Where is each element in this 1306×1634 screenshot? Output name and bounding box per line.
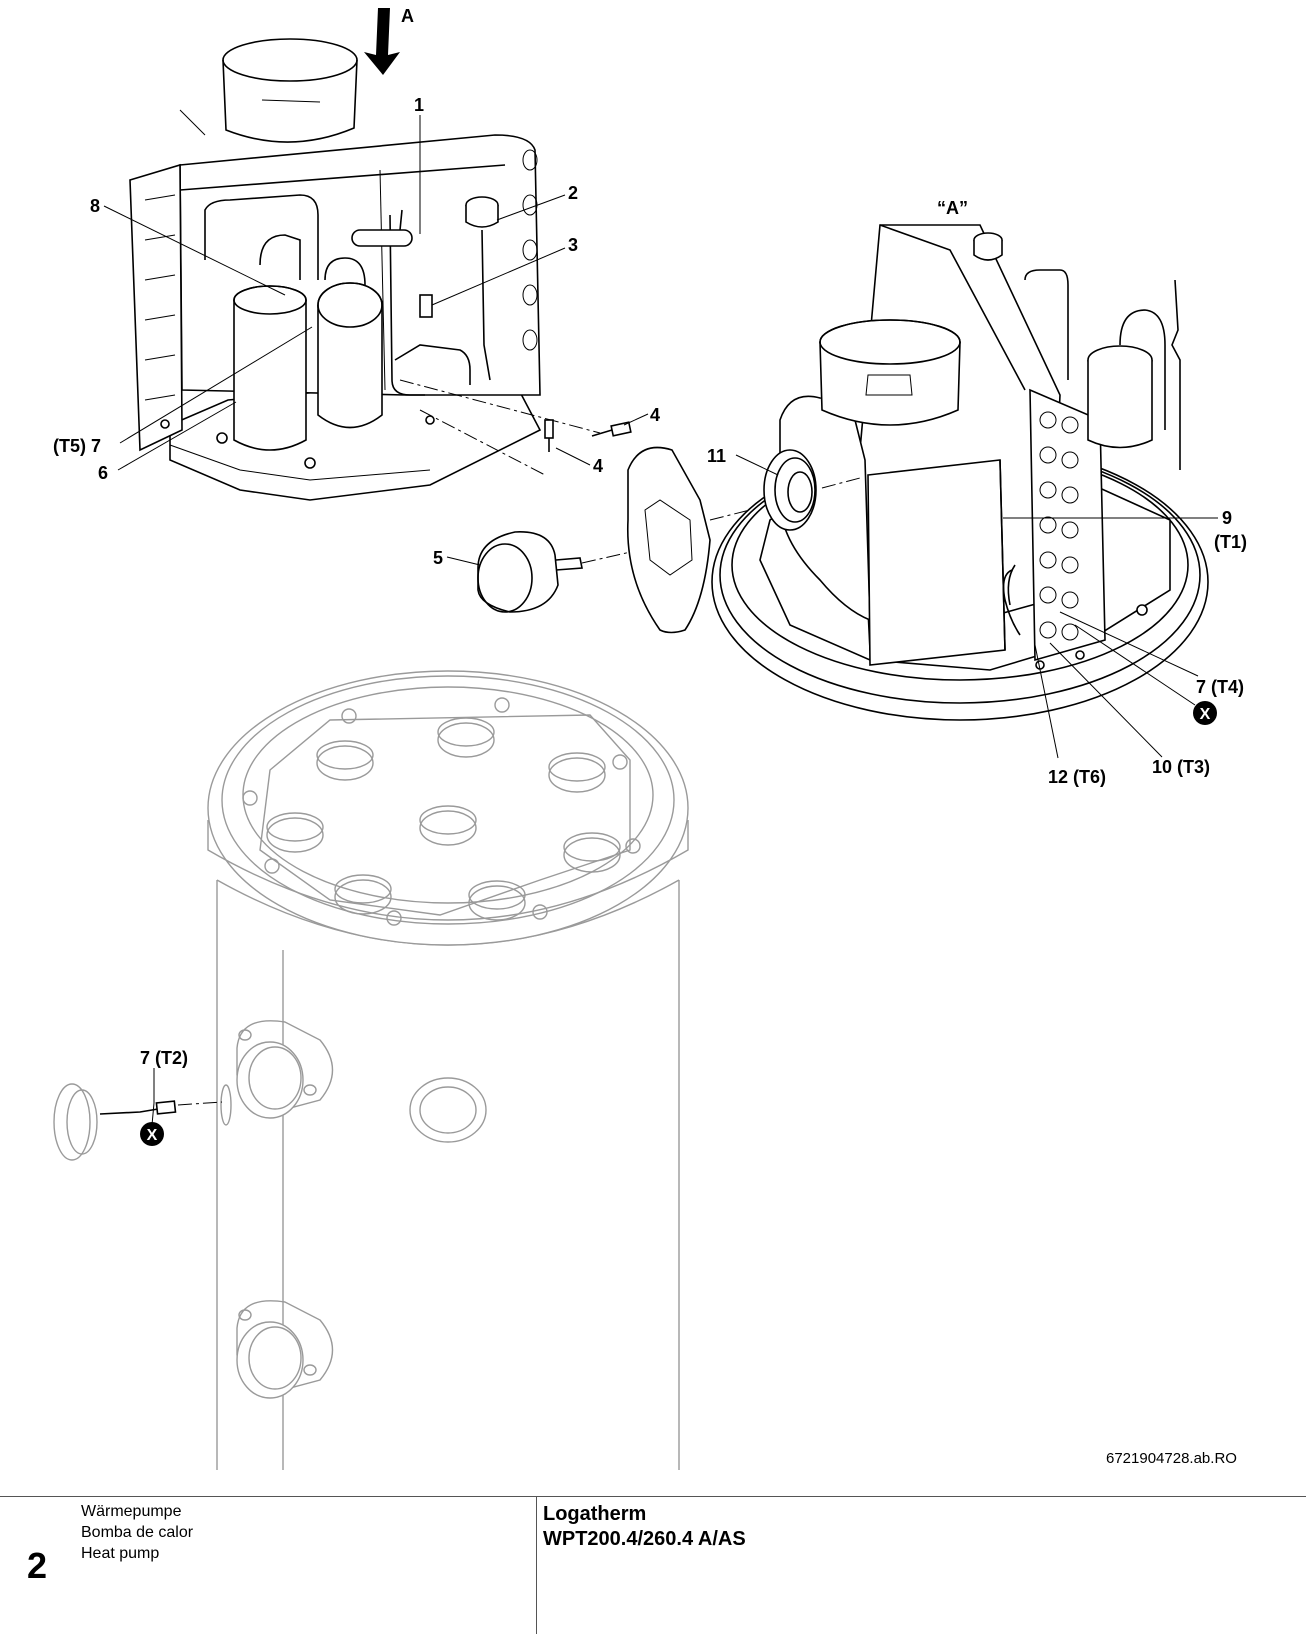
- compressor-module: [129, 8, 542, 501]
- direction-arrow-a: [364, 8, 400, 75]
- assembled-top-unit: [711, 224, 1209, 721]
- footer-divider: [536, 1497, 537, 1634]
- fan-mounting-plate: [626, 446, 771, 634]
- name-english: Heat pump: [81, 1545, 160, 1562]
- svg-text:X: X: [147, 1127, 158, 1144]
- fitting-4: [399, 379, 632, 476]
- arrow-label-a: A: [401, 6, 414, 26]
- leader-lines: [103, 115, 1218, 1126]
- callout-2: 2: [568, 183, 578, 203]
- callout-7-t5: (T5) 7: [53, 436, 101, 456]
- drawing-number: 6721904728.ab.RO: [1106, 1450, 1237, 1467]
- callout-9: 9: [1222, 508, 1232, 528]
- callout-4-lower: 4: [593, 456, 603, 476]
- callout-6: 6: [98, 463, 108, 483]
- svg-text:X: X: [1200, 706, 1211, 723]
- storage-tank: [53, 670, 689, 1470]
- callout-12-t6: 12 (T6): [1048, 767, 1106, 787]
- tank-port: [409, 1077, 487, 1143]
- page-footer: 2 Wärmepumpe Bomba de calor Heat pump Lo…: [0, 1496, 1306, 1634]
- x-marker-left: X: [140, 1122, 164, 1146]
- tank-flange-lower: [236, 1300, 334, 1399]
- tank-top-domes: [266, 717, 621, 921]
- tank-bolts: [242, 697, 641, 926]
- callout-7-t2: 7 (T2): [140, 1048, 188, 1068]
- callout-1: 1: [414, 95, 424, 115]
- callout-3: 3: [568, 235, 578, 255]
- name-spanish: Bomba de calor: [81, 1524, 194, 1541]
- product-title: Logatherm WPT200.4/260.4 A/AS: [543, 1502, 746, 1552]
- callout-10-t3: 10 (T3): [1152, 757, 1210, 777]
- component-name-translations: Wärmepumpe Bomba de calor Heat pump: [81, 1501, 193, 1564]
- exploded-view-drawing: A “A” 1 2 3 4 4 5 6 (T5) 7 8 9 (T1) 11 7…: [53, 6, 1247, 1470]
- product-model: WPT200.4/260.4 A/AS: [543, 1528, 746, 1550]
- name-german: Wärmepumpe: [81, 1503, 182, 1520]
- fan-motor: [477, 531, 649, 613]
- t2-sensor-assembly: [53, 1083, 232, 1161]
- x-marker-right: X: [1193, 701, 1217, 725]
- tank-flange-upper: [236, 1020, 334, 1119]
- product-family: Logatherm: [543, 1503, 647, 1525]
- callout-7-t4: 7 (T4): [1196, 677, 1244, 697]
- callout-11: 11: [707, 446, 726, 466]
- callout-5: 5: [433, 548, 443, 568]
- callout-labels: A “A” 1 2 3 4 4 5 6 (T5) 7 8 9 (T1) 11 7…: [53, 6, 1247, 1068]
- callout-8: 8: [90, 196, 100, 216]
- page-number: 2: [27, 1545, 48, 1586]
- view-label-a: “A”: [937, 198, 968, 218]
- callout-9-t1: (T1): [1214, 532, 1247, 552]
- callout-4-upper: 4: [650, 405, 660, 425]
